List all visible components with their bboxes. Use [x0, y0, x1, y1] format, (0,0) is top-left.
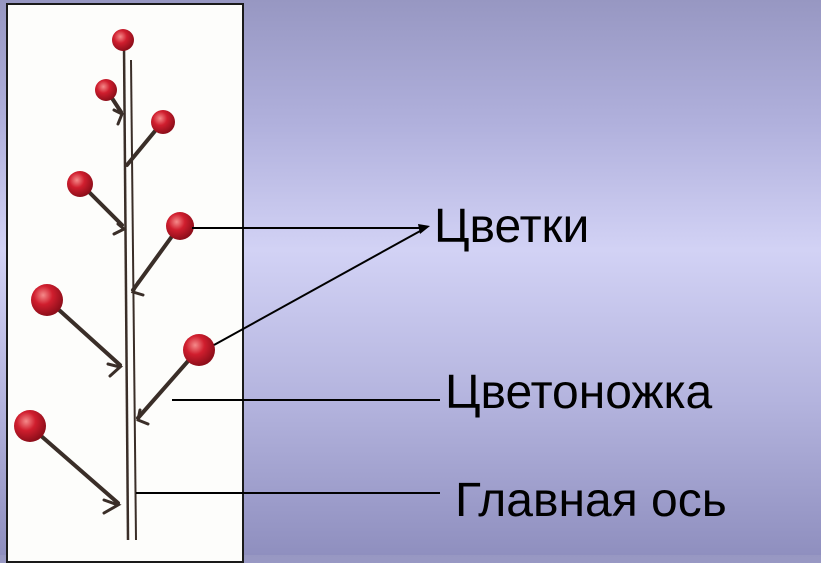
flowers-callout-line-2 — [213, 229, 423, 346]
axis-nodes — [102, 108, 150, 515]
label-pedicel: Цветоножка — [445, 366, 713, 419]
main-axis — [122, 44, 137, 541]
flower — [183, 334, 215, 366]
flower — [112, 29, 134, 51]
flower — [95, 79, 117, 101]
pedicel — [46, 298, 122, 367]
flower — [67, 171, 93, 197]
callout-arrowhead — [418, 224, 430, 234]
flower — [31, 284, 63, 316]
callout-lines — [136, 224, 440, 494]
flower — [166, 212, 194, 240]
pedicel — [131, 226, 180, 292]
label-flowers: Цветки — [434, 200, 590, 253]
flowers — [14, 29, 215, 442]
pedicel — [30, 426, 120, 505]
pedicel — [136, 350, 198, 420]
pedicel — [125, 123, 162, 167]
label-main-axis: Главная ось — [455, 474, 727, 527]
flower — [151, 110, 175, 134]
flower — [14, 410, 46, 442]
